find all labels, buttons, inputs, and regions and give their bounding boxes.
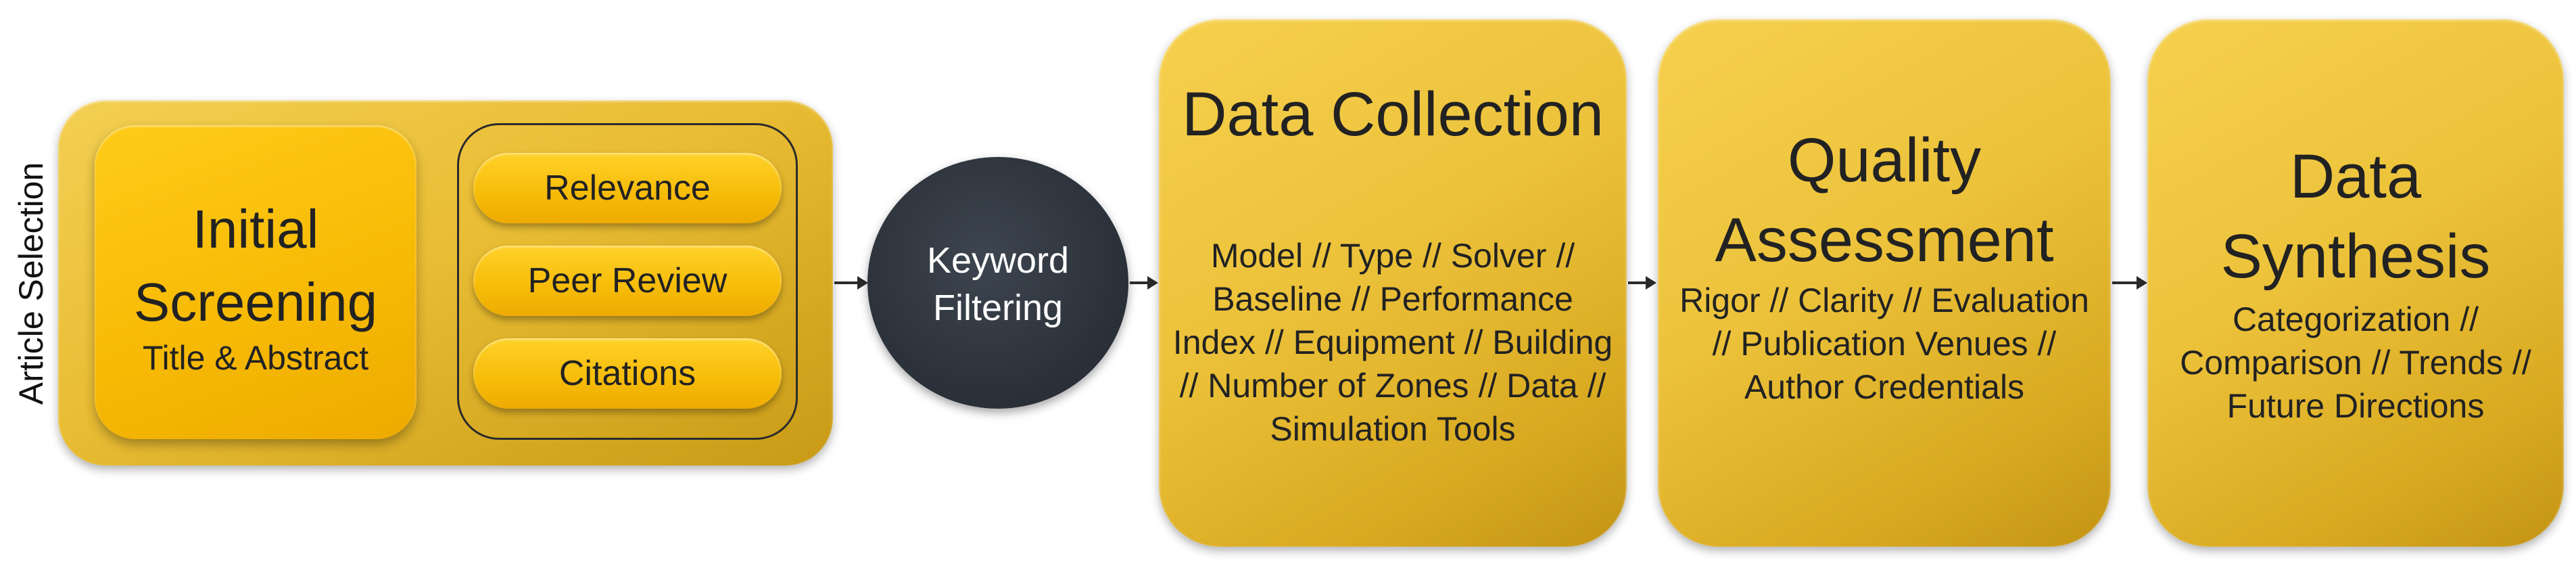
screening-criteria-group — [457, 123, 798, 440]
arrow-collection-to-quality — [1628, 276, 1656, 290]
data-collection-stage: Data Collection Model // Type // Solver … — [1159, 19, 1627, 547]
initial-screening-title: Initial Screening — [133, 199, 378, 332]
keyword-filtering-node: Keyword Filtering — [867, 157, 1128, 409]
arrow-quality-to-synthesis — [2112, 276, 2147, 290]
quality-assessment-description: Rigor // Clarity // Evaluation // Public… — [1679, 281, 2089, 406]
initial-screening-box: Initial Screening Title & Abstract — [95, 125, 416, 439]
criterion-peer-review: Peer Review — [473, 246, 782, 316]
criterion-citations: Citations — [473, 338, 782, 409]
quality-assessment-stage: Quality Assessment Rigor // Clarity // E… — [1658, 19, 2111, 547]
data-synthesis-description: Categorization // Comparison // Trends /… — [2180, 300, 2531, 425]
data-collection-description: Model // Type // Solver // Baseline // P… — [1172, 237, 1613, 448]
data-collection-title: Data Collection — [1182, 80, 1604, 149]
keyword-filtering-label: Keyword Filtering — [926, 240, 1070, 328]
criterion-relevance: Relevance — [473, 153, 782, 223]
article-selection-label: Article Selection — [12, 162, 50, 405]
data-synthesis-stage: Data Synthesis Categorization // Compari… — [2147, 19, 2564, 547]
initial-screening-subtitle: Title & Abstract — [142, 339, 369, 377]
arrow-selection-to-keyword — [834, 276, 868, 290]
quality-assessment-title: Quality Assessment — [1715, 126, 2054, 275]
data-synthesis-title: Data Synthesis — [2220, 142, 2491, 291]
arrow-keyword-to-collection — [1130, 276, 1158, 290]
